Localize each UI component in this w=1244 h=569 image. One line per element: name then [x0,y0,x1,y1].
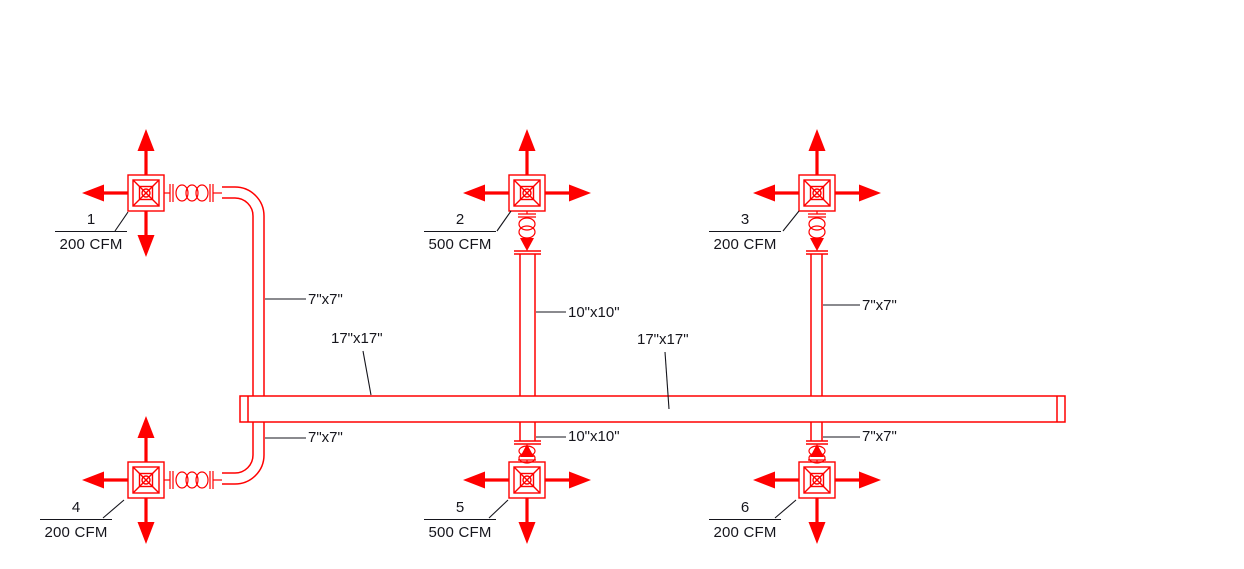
duct-size-label-branch-5: 10"x10" [568,428,620,445]
duct-size-label-branch-2: 10"x10" [568,304,620,321]
flex-connector-3 [808,211,826,239]
flex-connector-4 [164,471,222,489]
diffusers [80,127,883,546]
duct-size-label-trunk-left: 17"x17" [331,330,383,347]
flex-connector-2 [518,211,536,239]
diffuser-tag-4: 4 200 CFM [40,500,112,540]
branch-duct-6 [806,422,828,445]
diffuser-5-cfm: 500 CFM [428,524,492,541]
diffuser-5-number: 5 [424,500,496,520]
duct-geometry [164,184,1066,489]
diffuser-4-number: 4 [40,500,112,520]
duct-size-label-trunk-right: 17"x17" [637,331,689,348]
leader-lines [102,210,860,519]
diffuser-3-number: 3 [709,212,781,232]
diffuser-tag-1: 1 200 CFM [55,212,127,252]
diffuser-2-number: 2 [424,212,496,232]
duct-size-label-branch-4: 7"x7" [308,429,343,446]
diffuser-tag-2: 2 500 CFM [424,212,496,252]
diffuser-4-cfm: 200 CFM [44,524,108,541]
flex-connector-1 [164,184,222,202]
diffuser-tag-6: 6 200 CFM [709,500,781,540]
main-trunk-duct [239,395,1066,423]
diffuser-tag-5: 5 500 CFM [424,500,496,540]
branch-duct-2 [514,250,541,396]
diffuser-2-cfm: 500 CFM [428,236,492,253]
diffuser-3 [751,127,883,212]
diffuser-1-cfm: 200 CFM [59,236,123,253]
diffuser-tag-3: 3 200 CFM [709,212,781,252]
branch-duct-3 [806,250,828,396]
diffuser-6-cfm: 200 CFM [713,524,777,541]
diffuser-2 [461,127,593,212]
diffuser-1-number: 1 [55,212,127,232]
branch-duct-1 [222,186,265,396]
diffuser-3-throw-arrows [751,127,883,204]
diffuser-6-number: 6 [709,500,781,520]
branch-duct-4 [222,422,265,485]
duct-size-label-branch-6: 7"x7" [862,428,897,445]
diffuser-3-cfm: 200 CFM [713,236,777,253]
flow-arrows [520,238,824,457]
branch-duct-5 [514,422,541,445]
diffuser-2-throw-arrows [461,127,593,204]
duct-size-label-branch-3: 7"x7" [862,297,897,314]
duct-size-label-branch-1: 7"x7" [308,291,343,308]
